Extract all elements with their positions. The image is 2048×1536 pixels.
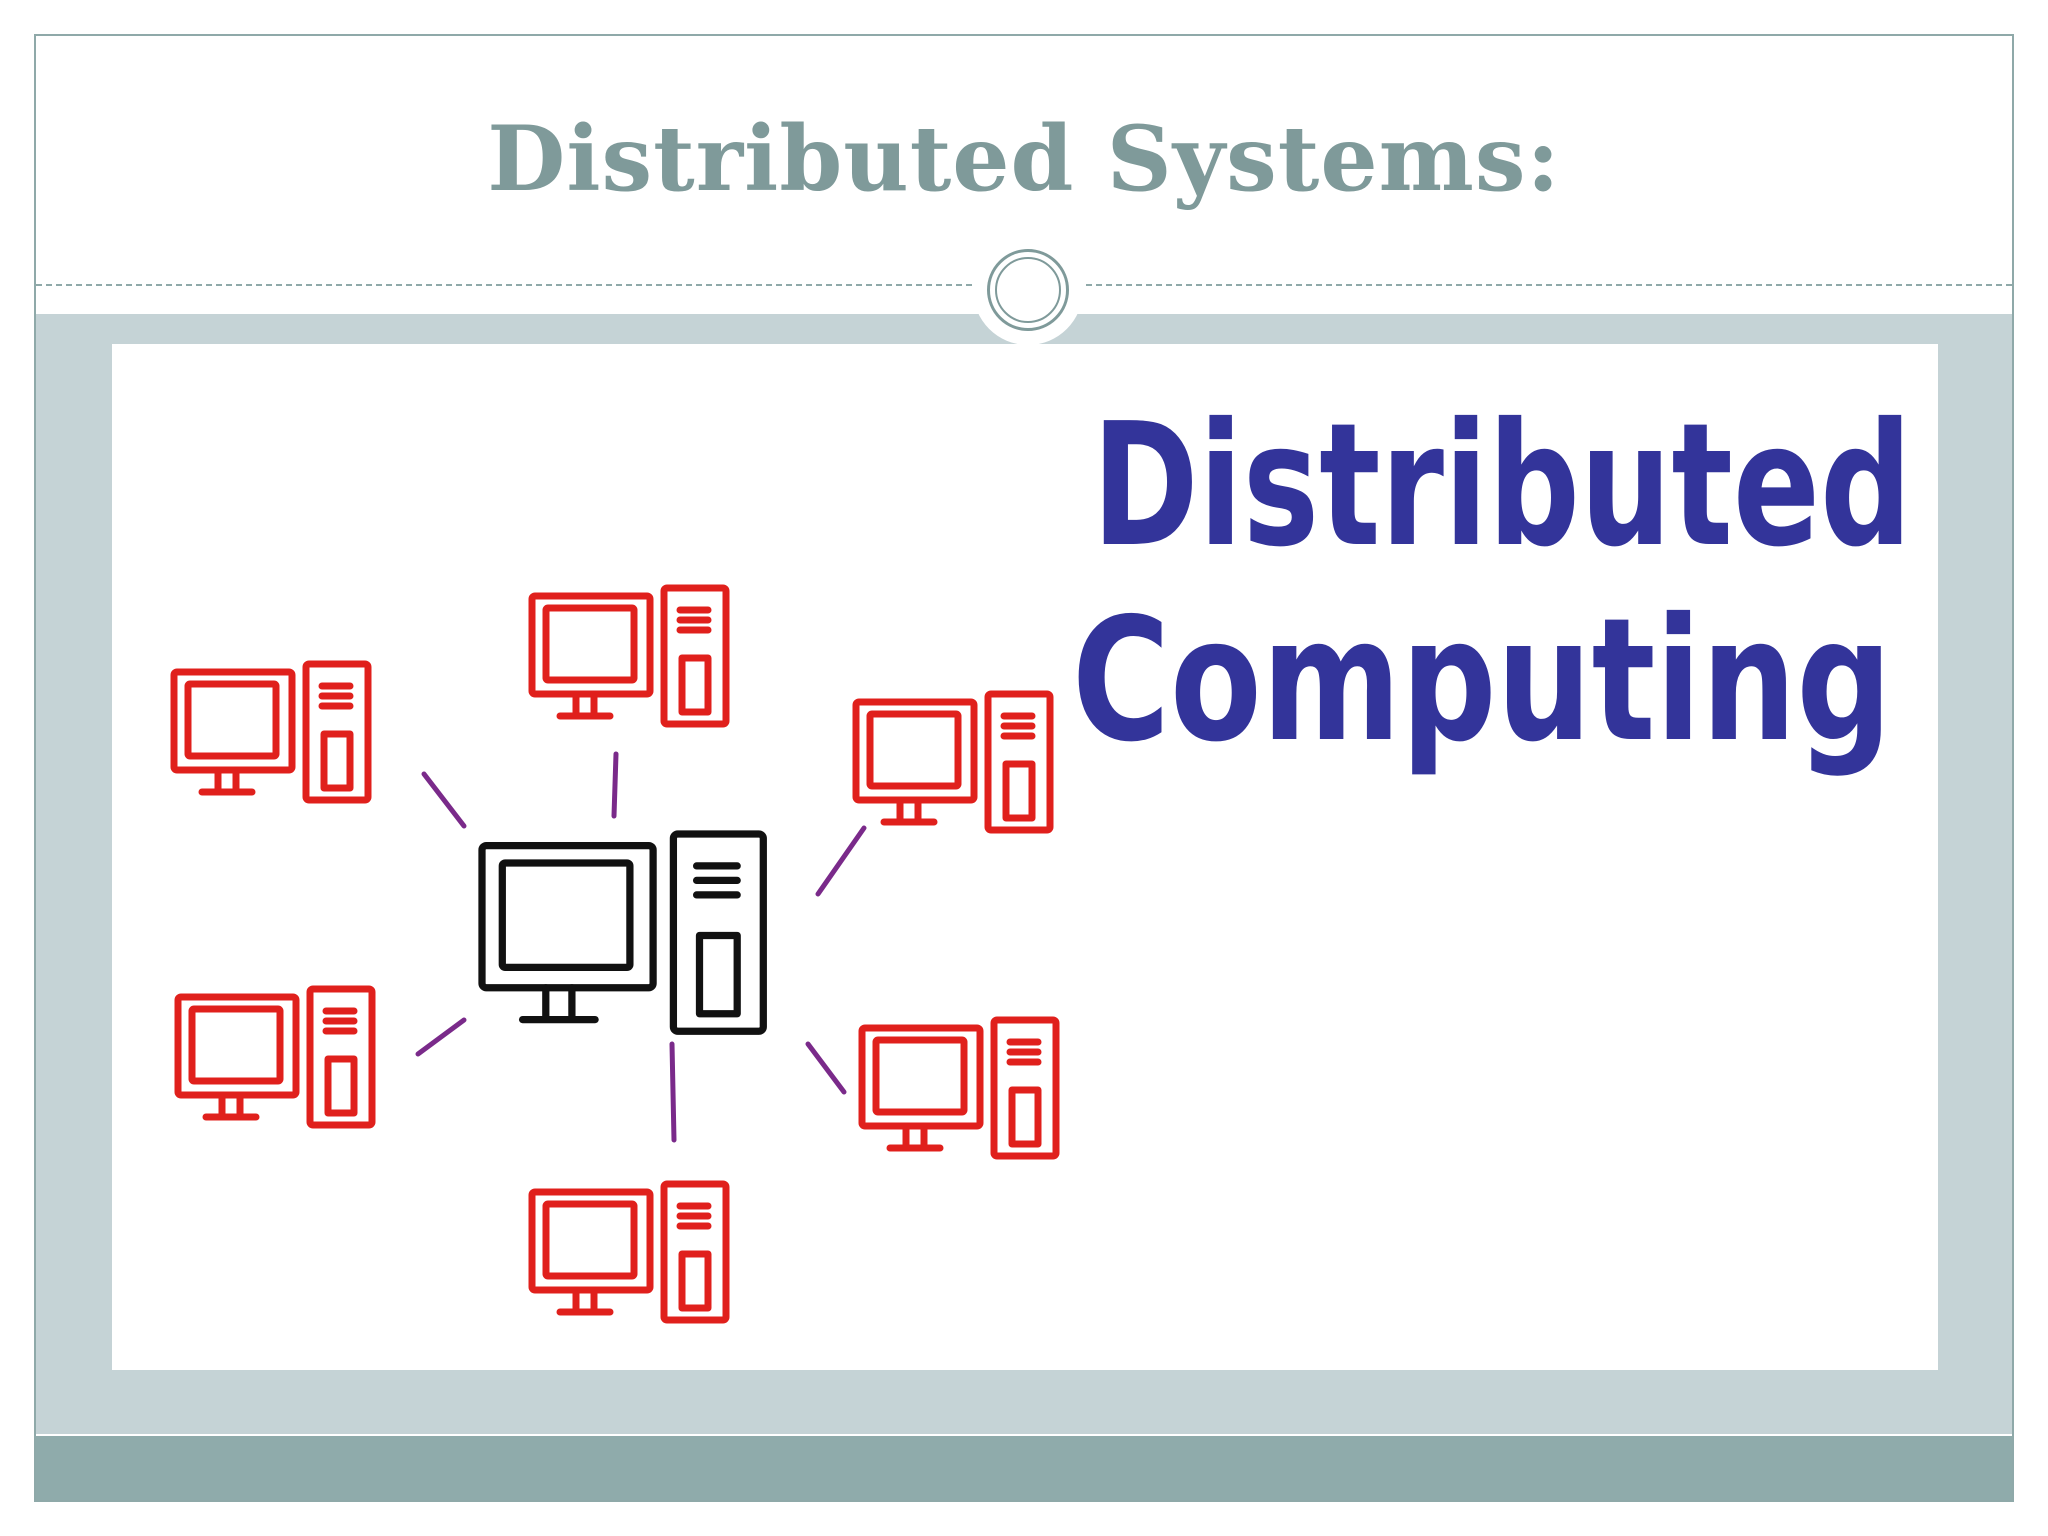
monitor-screen: [866, 710, 962, 790]
client-computer-5: [858, 1016, 1060, 1160]
tower-drive: [1002, 760, 1036, 822]
tower-case: [990, 1016, 1060, 1160]
slide: Distributed Systems: Distributed Computi…: [34, 34, 2014, 1502]
tower-case: [660, 584, 730, 728]
network-link-4: [415, 1017, 467, 1057]
monitor-screen: [542, 1200, 638, 1280]
network-link-2: [611, 751, 619, 819]
client-computer-1: [170, 660, 372, 804]
distributed-computing-illustration: Distributed Computing: [112, 344, 1938, 1370]
client-computer-2: [528, 584, 730, 728]
client-computer-6: [528, 1180, 730, 1324]
tower-case: [302, 660, 372, 804]
tower-case: [669, 830, 767, 1035]
illustration-heading-line1: Distributed: [1092, 387, 1912, 585]
monitor-frame: [478, 841, 657, 992]
monitor-screen: [498, 859, 634, 972]
illustration-heading-line2: Computing: [1072, 582, 1892, 780]
computers-group: [170, 584, 1060, 1324]
network-link-5: [669, 1041, 677, 1143]
client-computer-3: [852, 690, 1054, 834]
monitor-screen: [184, 680, 280, 760]
monitor-screen: [872, 1036, 968, 1116]
footer-band: [36, 1436, 2012, 1500]
tower-drive: [320, 730, 354, 792]
network-link-1: [421, 771, 467, 829]
ornament-ring: [987, 249, 1069, 331]
tower-case: [660, 1180, 730, 1324]
ornament-ring-inner: [995, 257, 1061, 323]
tower-case: [306, 985, 376, 1129]
tower-case: [984, 690, 1054, 834]
tower-drive: [1008, 1086, 1042, 1148]
monitor-screen: [542, 604, 638, 684]
slide-title: Distributed Systems:: [487, 106, 1561, 212]
illustration-canvas: Distributed Computing: [170, 387, 1912, 1324]
tower-drive: [324, 1055, 358, 1117]
tower-drive: [678, 1250, 712, 1312]
network-link-6: [805, 1041, 847, 1095]
tower-drive: [695, 931, 741, 1018]
network-links: [415, 751, 867, 1143]
tower-drive: [678, 654, 712, 716]
network-link-3: [815, 825, 867, 897]
server-computer: [478, 830, 767, 1035]
divider-ornament: [973, 235, 1083, 345]
monitor-screen: [188, 1005, 284, 1085]
client-computer-4: [174, 985, 376, 1129]
